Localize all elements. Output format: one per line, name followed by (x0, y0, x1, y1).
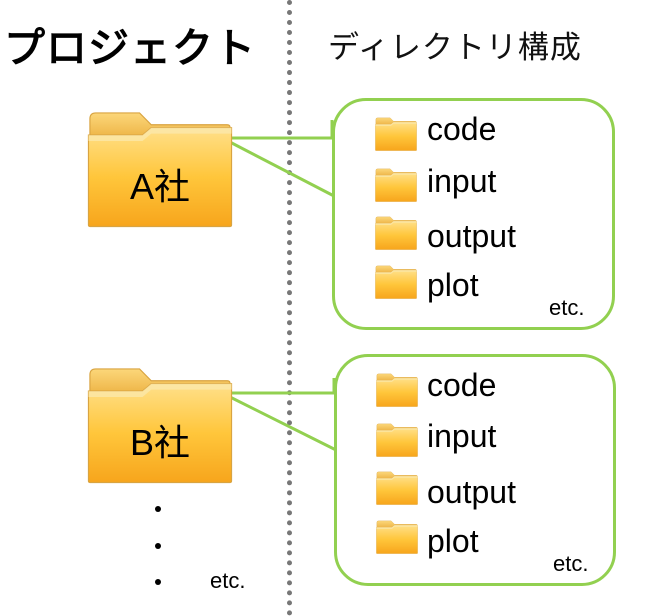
directory-structure-heading: ディレクトリ構成 (328, 30, 582, 66)
directory-label: output (427, 218, 516, 254)
ellipsis-dot (155, 506, 161, 512)
directory-label: plot (427, 523, 479, 559)
directory-label: output (427, 474, 516, 510)
connector-b-lower (225, 393, 337, 452)
directory-row-code[interactable] (375, 117, 417, 155)
directory-callout-a: code input output plot etc. (332, 98, 615, 330)
directory-label: input (427, 163, 497, 199)
folder-icon (375, 117, 417, 151)
etc-note: etc. (553, 551, 589, 576)
folder-icon (375, 168, 417, 202)
folder-icon (375, 216, 417, 250)
directory-label: input (427, 418, 497, 454)
dotted-divider (287, 0, 292, 616)
directory-row-output[interactable] (376, 471, 418, 509)
connector-b-upper (230, 378, 336, 395)
connector-a-lower (225, 138, 335, 198)
folder-icon (375, 265, 417, 299)
directory-label: code (427, 367, 497, 403)
directory-row-code[interactable] (376, 373, 418, 411)
project-folder-b[interactable]: B社 (87, 366, 233, 488)
directory-row-output[interactable] (375, 216, 417, 254)
directory-row-plot[interactable] (375, 265, 417, 303)
directory-callout-b: code input output plot etc. (334, 354, 616, 586)
folder-icon (376, 423, 418, 457)
directory-label: code (427, 111, 497, 147)
ellipsis-dot (155, 543, 161, 549)
connector-a-upper (230, 120, 334, 140)
directory-row-plot[interactable] (376, 520, 418, 558)
folder-icon (376, 520, 418, 554)
project-folder-a[interactable]: A社 (87, 110, 233, 232)
ellipsis-dot (155, 579, 161, 585)
folder-icon (376, 373, 418, 407)
directory-label: plot (427, 267, 479, 303)
etc-note: etc. (549, 295, 585, 320)
more-projects-etc: etc. (210, 568, 246, 593)
project-label: B社 (129, 422, 190, 463)
projects-heading: プロジェクト (4, 24, 256, 72)
directory-row-input[interactable] (376, 423, 418, 461)
directory-row-input[interactable] (375, 168, 417, 206)
folder-icon (376, 471, 418, 505)
project-label: A社 (129, 166, 190, 207)
